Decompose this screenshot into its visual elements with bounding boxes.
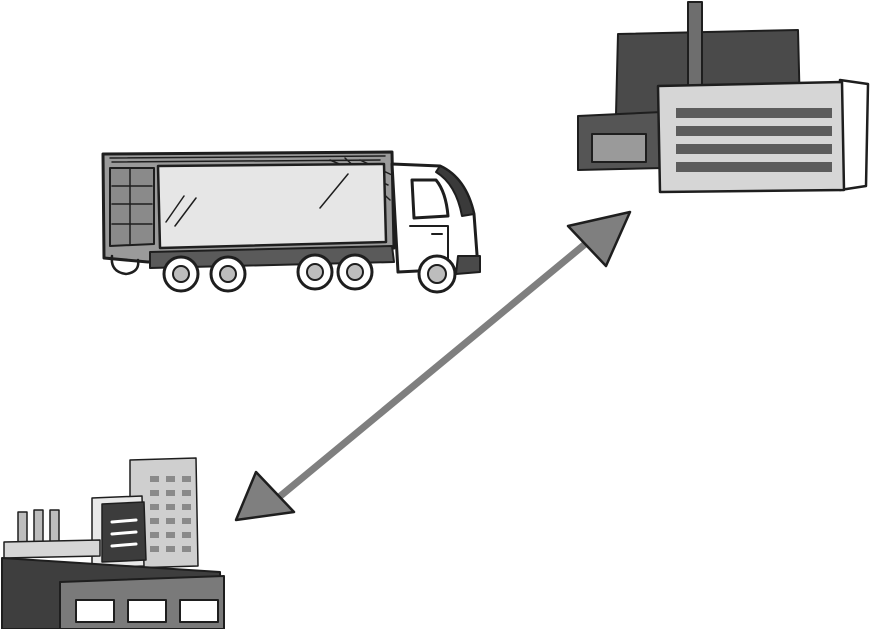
truck-wheel xyxy=(296,253,334,291)
truck-wheel xyxy=(336,253,374,291)
double-arrow-icon xyxy=(234,210,632,522)
truck-icon xyxy=(101,150,481,294)
factory-icon xyxy=(1,457,225,629)
warehouse-icon xyxy=(577,1,870,194)
truck-wheel xyxy=(417,254,457,294)
truck-wheel xyxy=(209,255,247,293)
truck-wheel xyxy=(162,255,200,293)
